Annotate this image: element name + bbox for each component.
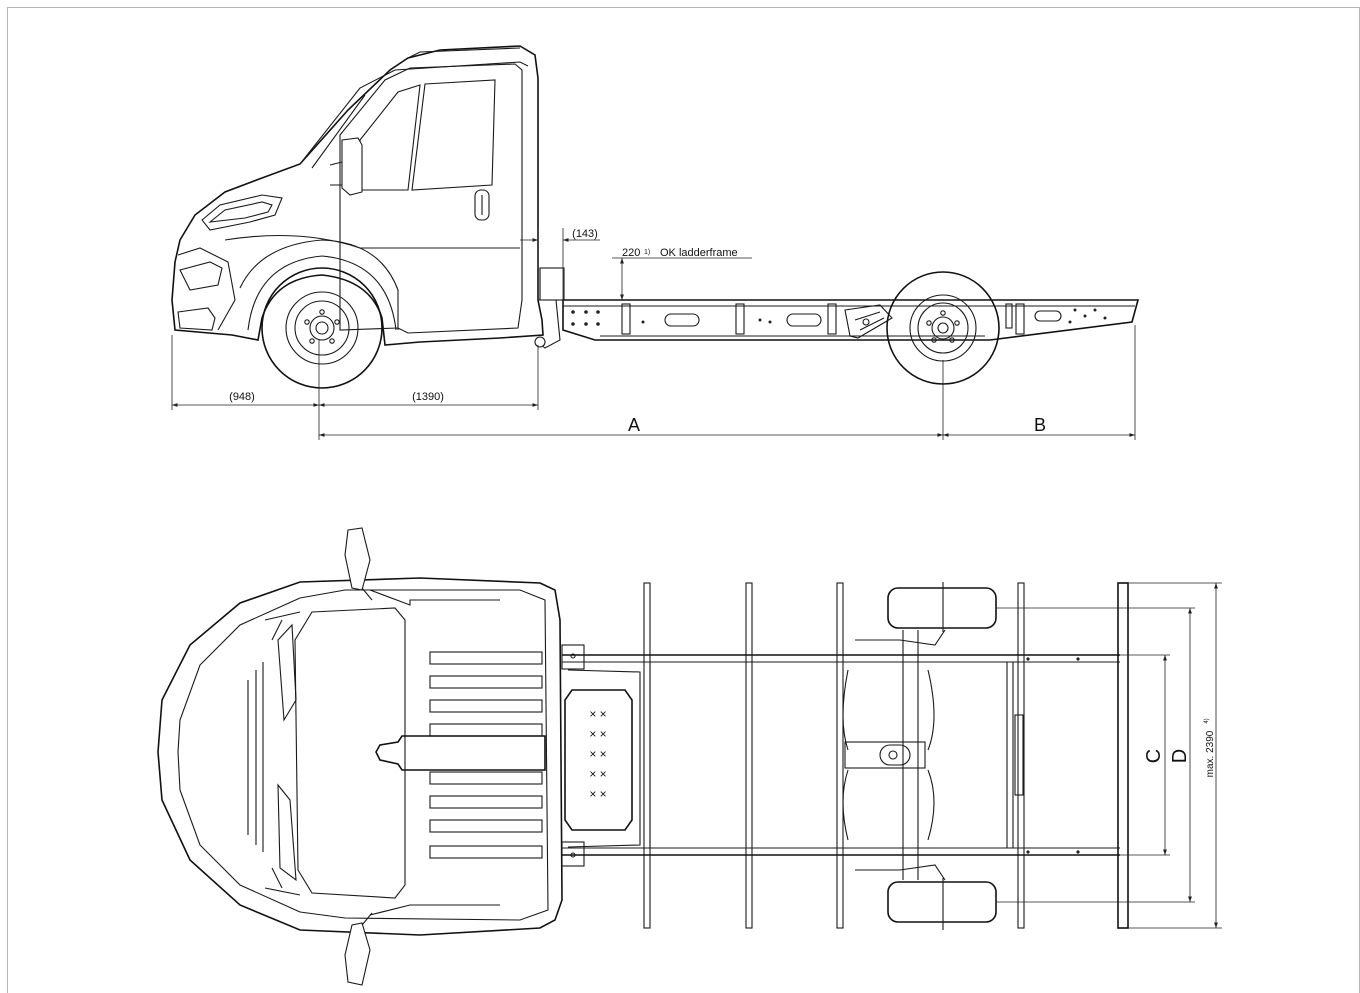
chassis-frame-top <box>561 582 1129 929</box>
side-window-rear <box>411 79 496 191</box>
fog-light <box>179 261 223 291</box>
dim-rear-overhang-label: B <box>1034 415 1046 435</box>
tank-mark: × × <box>589 747 606 761</box>
side-dimensions <box>171 228 1136 440</box>
cab-door <box>339 63 523 334</box>
top-view: × × × × × × × × × × C D m <box>157 527 1222 986</box>
front-wheel <box>261 267 383 389</box>
tank-mark: × × <box>589 787 606 801</box>
dim-cab-gap-label: (143) <box>572 228 598 240</box>
mirror-left <box>344 527 371 591</box>
frame-height-label: OK ladderframe <box>660 247 738 259</box>
dim-front-overhang-label: (948) <box>229 391 255 403</box>
dim-track-outer-label: D <box>1169 749 1191 763</box>
tank-mark: × × <box>589 727 606 741</box>
frame-height-note: 1) <box>644 249 650 256</box>
roof-ribs <box>429 651 543 859</box>
frame-height-value: 220 <box>622 247 640 259</box>
dim-wheelbase-label: A <box>628 415 640 435</box>
side-mirror <box>341 137 363 196</box>
page-border <box>7 7 1360 993</box>
rear-wheel-top-right <box>887 878 997 930</box>
tank-mark: × × <box>589 707 606 721</box>
ladder-frame-side <box>539 267 1140 341</box>
roof-center-notch <box>375 735 546 771</box>
rear-wheel-top-left <box>887 582 997 632</box>
dim-max-width-label: max. 2390 <box>1205 730 1216 777</box>
fuel-tank: × × × × × × × × × × <box>564 669 641 848</box>
tank-mark: × × <box>589 767 606 781</box>
cab-body <box>171 45 544 346</box>
side-view: (948) (1390) (143) 220 1) OK ladderframe… <box>171 45 1140 440</box>
dim-track-inner-label: C <box>1143 749 1165 763</box>
cab-hood <box>294 607 406 899</box>
side-window-front <box>359 84 421 191</box>
dim-max-width-note: 4) <box>1204 718 1210 723</box>
cab-top-outline <box>157 577 563 936</box>
headlight <box>201 194 283 231</box>
dim-cab-length-label: (1390) <box>412 391 444 403</box>
rear-wheel <box>886 271 1000 385</box>
top-dimensions <box>996 582 1222 929</box>
mirror-right <box>344 922 371 986</box>
